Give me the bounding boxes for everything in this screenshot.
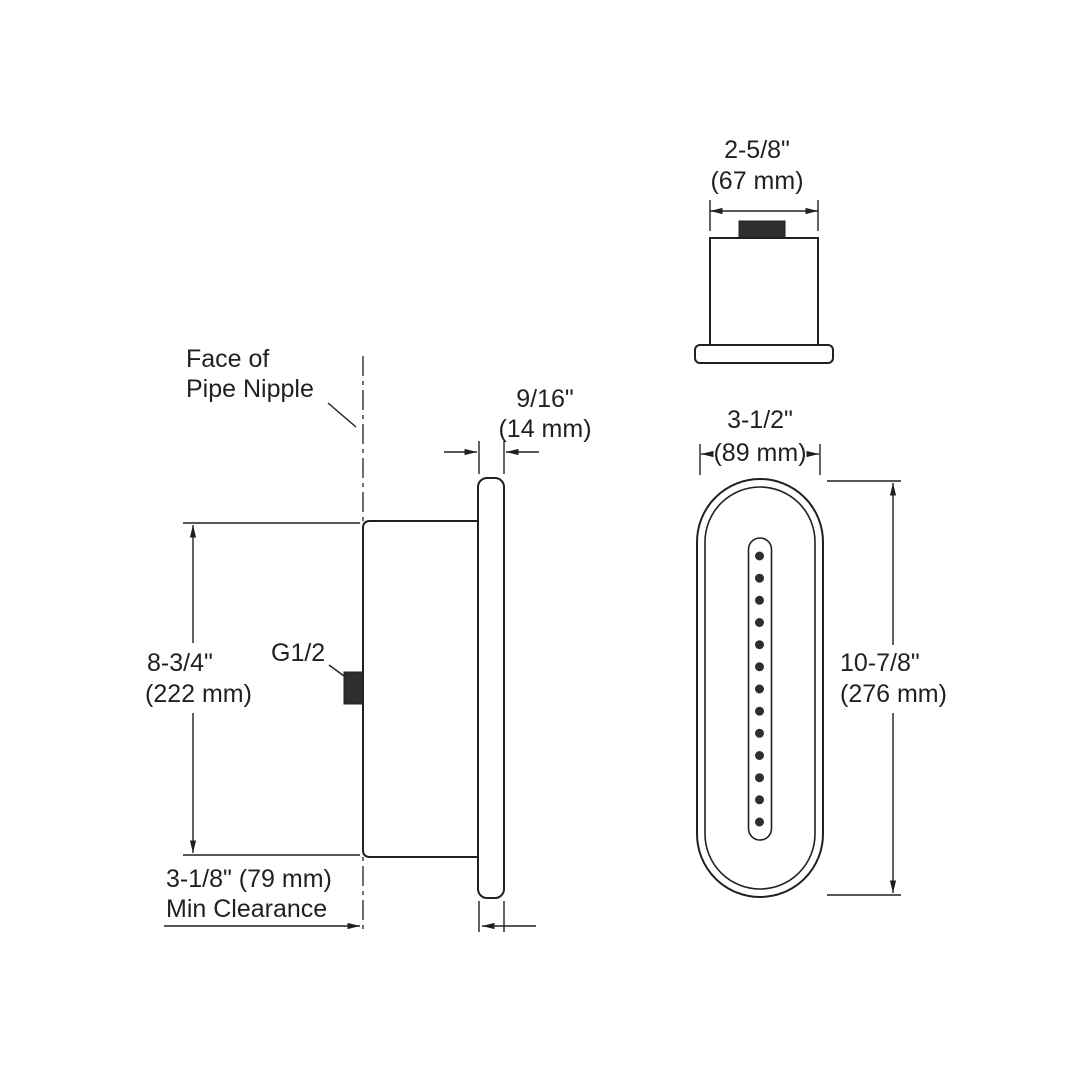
nozzle-dot bbox=[755, 573, 764, 583]
face-leader-line bbox=[327, 402, 357, 428]
nozzle-dot bbox=[755, 618, 764, 627]
front-height-label: 10-7/8" bbox=[840, 649, 920, 677]
nozzle-dot bbox=[755, 751, 764, 760]
supply-connector bbox=[343, 671, 364, 705]
body-height-mm-label: (222 mm) bbox=[145, 680, 252, 708]
faceplate-side-profile bbox=[477, 477, 505, 899]
nozzle-dot bbox=[755, 728, 764, 738]
min-clearance-label-line1: 3-1/8" (79 mm) bbox=[166, 865, 332, 893]
top-view-drawing: 2-5/8" (67 mm) bbox=[694, 136, 834, 364]
plate-thickness-label: 9/16" bbox=[516, 385, 574, 413]
plate-thickness-mm-label: (14 mm) bbox=[498, 415, 591, 443]
front-view-drawing: 3-1/2" (89 mm) 10-7/8" (276 mm) bbox=[696, 406, 947, 898]
front-width-label: 3-1/2" bbox=[727, 406, 793, 434]
thread-size-label: G1/2 bbox=[271, 639, 325, 667]
spray-body-outline bbox=[709, 237, 819, 345]
thread-leader-line bbox=[328, 664, 345, 677]
faceplate-front-inner-edge bbox=[704, 486, 816, 890]
min-clearance-label-line2: Min Clearance bbox=[166, 895, 327, 923]
nozzle-dots bbox=[755, 551, 764, 827]
face-of-pipe-nipple-label-line2: Pipe Nipple bbox=[186, 375, 314, 403]
side-view-drawing: Face of Pipe Nipple G1/2 9/16" (14 mm) 8… bbox=[145, 345, 592, 932]
nozzle-dot bbox=[755, 706, 764, 716]
body-side-outline bbox=[362, 520, 479, 858]
nozzle-outlet-top bbox=[738, 220, 786, 239]
front-width-mm-label: (89 mm) bbox=[713, 439, 806, 467]
nozzle-dot bbox=[755, 773, 764, 783]
nozzle-dot bbox=[755, 817, 764, 827]
front-height-mm-label: (276 mm) bbox=[840, 680, 947, 708]
nozzle-dot bbox=[755, 795, 764, 805]
nozzle-dot bbox=[755, 684, 764, 694]
spray-base-flange bbox=[694, 344, 834, 364]
top-view-width-mm-label: (67 mm) bbox=[710, 167, 803, 195]
nozzle-dot bbox=[755, 662, 764, 672]
body-height-label: 8-3/4" bbox=[147, 649, 213, 677]
nozzle-dot bbox=[755, 551, 764, 561]
face-of-pipe-nipple-label-line1: Face of bbox=[186, 345, 269, 373]
spray-slot bbox=[747, 537, 773, 841]
top-view-width-label: 2-5/8" bbox=[724, 136, 790, 164]
nozzle-dot bbox=[755, 640, 764, 650]
nozzle-dot bbox=[755, 595, 764, 605]
